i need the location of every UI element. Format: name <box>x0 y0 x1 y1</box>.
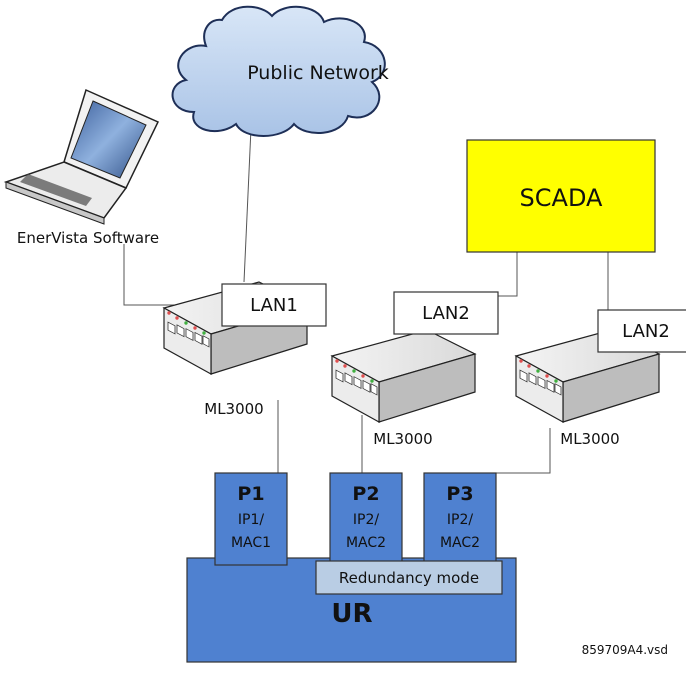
switch-icon <box>331 329 476 423</box>
port-name: P2 <box>352 483 379 505</box>
redundancy-mode-box: Redundancy mode <box>315 560 503 595</box>
port-name: P3 <box>446 483 473 505</box>
scada-link-1 <box>497 252 518 297</box>
port-mac: MAC2 <box>440 535 480 551</box>
switch-label: ML3000 <box>373 430 432 448</box>
lan-box <box>221 283 327 327</box>
port-name: P1 <box>237 483 264 505</box>
lan-box <box>393 291 499 335</box>
port-p2: P2 IP2/ MAC2 <box>329 472 403 566</box>
switch-3: LAN2 ML3000 <box>515 309 686 448</box>
switch-label: ML3000 <box>204 400 263 418</box>
scada-label: SCADA <box>520 184 603 212</box>
laptop-label: EnerVista Software <box>17 229 159 247</box>
lan-label: LAN2 <box>422 303 470 324</box>
port-p3: P3 IP2/ MAC2 <box>423 472 497 566</box>
lan-label: LAN2 <box>622 321 670 342</box>
p3-link <box>479 428 551 474</box>
switch-2: LAN2 ML3000 <box>331 291 499 448</box>
lan-box <box>597 309 686 353</box>
public-network-cloud: Public Network <box>171 5 389 137</box>
scada-box: SCADA <box>466 139 656 253</box>
cloud-link <box>243 127 252 283</box>
cloud-label: Public Network <box>247 62 389 84</box>
switch-label: ML3000 <box>560 430 619 448</box>
port-address: IP2/ <box>447 512 473 528</box>
redundancy-label: Redundancy mode <box>339 569 479 587</box>
ur-label: UR <box>331 599 372 629</box>
port-p1: P1 IP1/ MAC1 <box>214 472 288 566</box>
port-mac: MAC1 <box>231 535 271 551</box>
file-id: 859709A4.vsd <box>582 643 668 657</box>
port-address: IP1/ <box>238 512 264 528</box>
port-address: IP2/ <box>353 512 379 528</box>
laptop: EnerVista Software <box>3 88 160 247</box>
connection-lines <box>123 127 609 474</box>
port-mac: MAC2 <box>346 535 386 551</box>
lan-label: LAN1 <box>250 295 298 316</box>
laptop-icon <box>3 88 160 225</box>
switch-1: LAN1 ML3000 <box>163 281 327 418</box>
